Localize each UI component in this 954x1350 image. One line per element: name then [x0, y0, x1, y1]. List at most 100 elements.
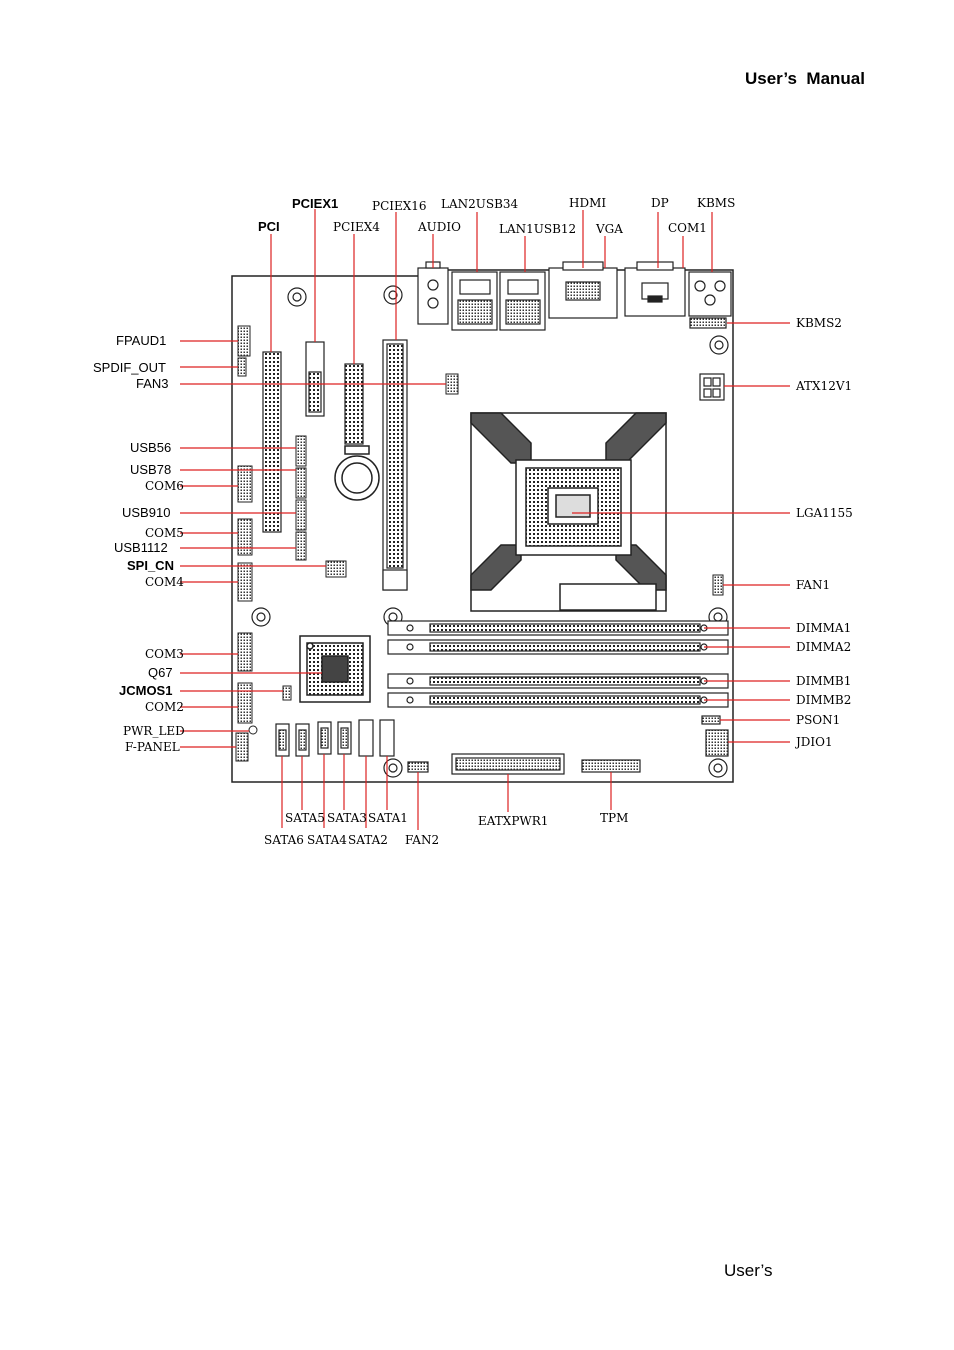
- label-pson1: PSON1: [796, 713, 840, 727]
- label-dimma1: DIMMA1: [796, 621, 851, 635]
- com6-header: [237, 465, 253, 503]
- label-lan1usb12: LAN1USB12: [499, 222, 576, 236]
- label-pciex4: PCIEX4: [333, 220, 380, 234]
- dp-com1-port: [624, 261, 686, 317]
- sata-connectors: [275, 719, 395, 757]
- q67-chipset: [299, 635, 371, 703]
- fpanel-header: [235, 732, 249, 762]
- label-pwr-led: PWR_LED: [123, 724, 185, 738]
- mount-hole: [709, 335, 729, 355]
- label-pci: PCI: [258, 219, 280, 234]
- label-kbms2: KBMS2: [796, 316, 842, 330]
- label-atx12v1: ATX12V1: [795, 379, 852, 393]
- jdio1-header: [705, 729, 729, 757]
- label-sata1: SATA1: [368, 811, 408, 825]
- label-spi-cn: SPI_CN: [127, 558, 174, 573]
- bottom-connectors: [407, 715, 729, 775]
- dimma1-slot: [387, 620, 729, 636]
- label-fpaud1: FPAUD1: [116, 333, 166, 348]
- atx12v1-connector: [699, 373, 725, 401]
- label-spdif-out: SPDIF_OUT: [93, 360, 166, 375]
- rear-io: [417, 261, 732, 331]
- page-footer: User’s: [724, 1261, 773, 1280]
- cpu-socket: [470, 412, 667, 612]
- spdif-header: [237, 357, 247, 377]
- left-headers: [235, 325, 459, 762]
- dimma2-slot: [387, 639, 729, 655]
- fpaud1-header: [237, 325, 251, 357]
- label-usb910: USB910: [122, 505, 170, 520]
- usb56-header: [295, 435, 307, 467]
- usb78-header: [295, 467, 307, 499]
- mount-hole: [251, 607, 271, 627]
- label-q67: Q67: [148, 665, 173, 680]
- dimmb2-slot: [387, 692, 729, 708]
- label-dimma2: DIMMA2: [796, 640, 851, 654]
- mount-hole: [383, 285, 403, 305]
- label-com5: COM5: [145, 526, 184, 540]
- right-labels: KBMS2 ATX12V1 LGA1155 FAN1 DIMMA1 DIMMA2…: [794, 316, 853, 749]
- label-usb1112: USB1112: [114, 540, 168, 555]
- label-pciex1: PCIEX1: [292, 196, 338, 211]
- pci-slot: [262, 351, 282, 533]
- expansion-slots: [262, 339, 408, 591]
- usb1112-header: [295, 531, 307, 561]
- label-sata5: SATA5: [285, 811, 325, 825]
- sata2-port: [358, 719, 374, 757]
- label-jdio1: JDIO1: [794, 735, 833, 749]
- lan1usb12-port: [499, 271, 546, 331]
- jcmos1-header: [282, 685, 292, 701]
- label-usb78: USB78: [130, 462, 171, 477]
- label-kbms: KBMS: [697, 196, 735, 210]
- usb910-header: [295, 499, 307, 531]
- label-usb56: USB56: [130, 440, 171, 455]
- lan2usb34-port: [451, 271, 498, 331]
- bottom-labels: SATA5 SATA3 SATA1 SATA6 SATA4 SATA2 FAN2…: [264, 811, 628, 847]
- com5-header: [237, 518, 253, 556]
- label-dimmb2: DIMMB2: [796, 693, 851, 707]
- mounting-holes: [251, 285, 729, 778]
- label-com1: COM1: [668, 221, 707, 235]
- label-tpm: TPM: [600, 811, 628, 825]
- label-hdmi: HDMI: [569, 196, 606, 210]
- label-sata6: SATA6: [264, 833, 304, 847]
- pwr-led: [248, 725, 258, 735]
- label-dimmb1: DIMMB1: [796, 674, 851, 688]
- label-fan1: FAN1: [796, 578, 830, 592]
- spi-header: [325, 560, 347, 578]
- kbms-port: [688, 271, 732, 317]
- label-eatxpwr1: EATXPWR1: [478, 814, 548, 828]
- label-f-panel: F-PANEL: [125, 740, 180, 754]
- com4-header: [237, 562, 253, 602]
- fan2-header: [407, 761, 429, 773]
- label-vga: VGA: [595, 222, 623, 236]
- com3-header: [237, 632, 253, 672]
- fan3-header: [445, 373, 459, 395]
- left-labels: FPAUD1 SPDIF_OUT FAN3 USB56 USB78 COM6 U…: [93, 333, 185, 754]
- label-com4: COM4: [145, 575, 184, 589]
- fan1-header: [712, 574, 724, 596]
- label-pciex16: PCIEX16: [372, 199, 427, 213]
- label-fan3: FAN3: [136, 376, 169, 391]
- label-dp: DP: [651, 196, 669, 210]
- leader-lines: [180, 209, 790, 830]
- label-sata4: SATA4: [307, 833, 347, 847]
- label-fan2: FAN2: [405, 833, 439, 847]
- dimm-slots: [387, 620, 729, 708]
- label-lan2usb34: LAN2USB34: [441, 197, 519, 211]
- tpm-header: [581, 759, 641, 773]
- com2-header: [237, 682, 253, 724]
- hdmi-vga-port: [548, 261, 618, 319]
- label-sata3: SATA3: [327, 811, 367, 825]
- mount-hole: [287, 287, 307, 307]
- top-labels: PCI PCIEX1 PCIEX4 PCIEX16 AUDIO LAN2USB3…: [258, 196, 735, 236]
- pson1-header: [701, 715, 721, 725]
- label-audio: AUDIO: [417, 220, 461, 234]
- label-com3: COM3: [145, 647, 184, 661]
- sata1-port: [379, 719, 395, 757]
- label-com2: COM2: [145, 700, 184, 714]
- label-jcmos1: JCMOS1: [119, 683, 172, 698]
- dimmb1-slot: [387, 673, 729, 689]
- cmos-battery: [334, 445, 380, 501]
